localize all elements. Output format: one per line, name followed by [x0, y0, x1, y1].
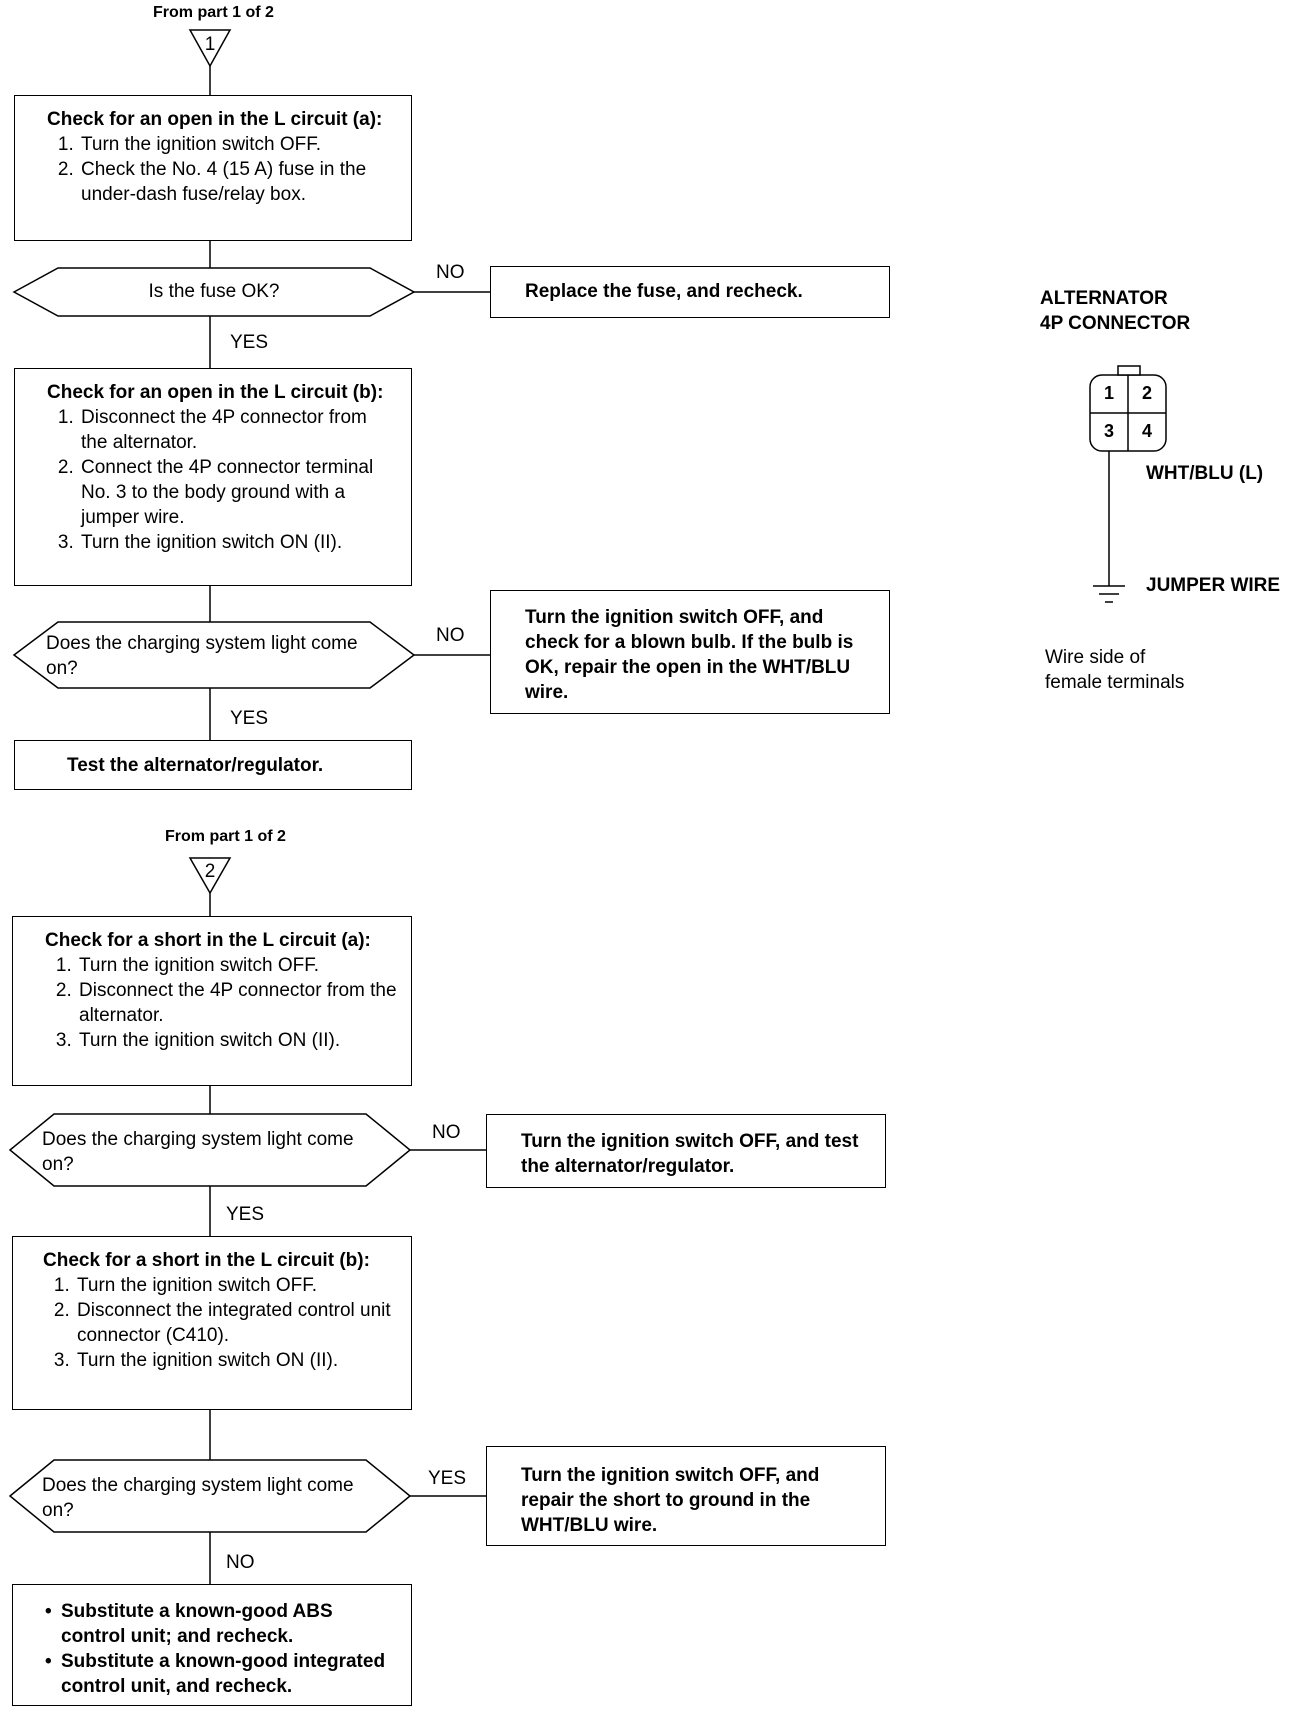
marker-2-label: 2	[204, 861, 216, 882]
p2-step2-list: Turn the ignition switch OFF. Disconnect…	[43, 1273, 397, 1373]
marker-1-triangle	[188, 29, 232, 68]
step1-list: Turn the ignition switch OFF. Check the …	[47, 132, 397, 207]
step1-title: Check for an open in the L circuit (a):	[47, 109, 383, 130]
p2-q2-yes-action-box: Turn the ignition switch OFF, and repair…	[486, 1446, 886, 1546]
q2-yes-label: YES	[230, 708, 269, 729]
alternator-4p-connector	[1089, 365, 1167, 452]
connector-title-line2: 4P CONNECTOR	[1040, 313, 1191, 334]
final-action-item: Substitute a known-good integrated contr…	[45, 1649, 393, 1699]
step2-list: Disconnect the 4P connector from the alt…	[47, 405, 397, 555]
marker-1-label: 1	[204, 34, 216, 55]
step2-item: Turn the ignition switch ON (II).	[79, 530, 397, 555]
p2-step2-title: Check for a short in the L circuit (b):	[43, 1250, 370, 1271]
step2-title: Check for an open in the L circuit (b):	[47, 382, 384, 403]
p2-q2-yes-label: YES	[428, 1468, 467, 1489]
step2-box: Check for an open in the L circuit (b): …	[14, 368, 412, 586]
connector-title: ALTERNATOR 4P CONNECTOR	[1040, 286, 1190, 336]
pin-4: 4	[1141, 421, 1152, 441]
p2-q2-no-label: NO	[226, 1552, 255, 1573]
pin-1: 1	[1103, 383, 1114, 403]
q2-no-action-box: Turn the ignition switch OFF, and check …	[490, 590, 890, 714]
connector-title-line1: ALTERNATOR	[1040, 288, 1168, 309]
q2-text: Does the charging system light come on?	[46, 633, 358, 679]
p2-step1-box: Check for a short in the L circuit (a): …	[12, 916, 412, 1086]
q2-no-label: NO	[436, 625, 465, 646]
p2-step2-box: Check for a short in the L circuit (b): …	[12, 1236, 412, 1410]
ground-symbol	[1093, 578, 1125, 603]
p2-step1-item: Turn the ignition switch OFF.	[77, 953, 397, 978]
p2-step1-item: Disconnect the 4P connector from the alt…	[77, 978, 397, 1028]
jumper-wire-label: JUMPER WIRE	[1146, 575, 1281, 596]
pin-3: 3	[1103, 421, 1114, 441]
from-part-label-1: From part 1 of 2	[153, 4, 274, 21]
p2-q1-no-action-box: Turn the ignition switch OFF, and test t…	[486, 1114, 886, 1188]
from-part-label-2: From part 1 of 2	[165, 828, 286, 845]
pin-2: 2	[1141, 383, 1152, 403]
step2-item: Disconnect the 4P connector from the alt…	[79, 405, 397, 455]
final-action-item: Substitute a known-good ABS control unit…	[45, 1599, 393, 1649]
p2-q1-text: Does the charging system light come on?	[42, 1129, 354, 1175]
q1-text: Is the fuse OK?	[148, 281, 280, 302]
p2-step1-list: Turn the ignition switch OFF. Disconnect…	[45, 953, 397, 1053]
final-action-list: Substitute a known-good ABS control unit…	[45, 1599, 393, 1699]
p2-step2-item: Turn the ignition switch OFF.	[75, 1273, 397, 1298]
q2-yes-action-box: Test the alternator/regulator.	[14, 740, 412, 790]
step1-item: Turn the ignition switch OFF.	[79, 132, 397, 157]
marker-2-triangle	[188, 857, 232, 895]
q1-yes-label: YES	[230, 332, 269, 353]
step1-box: Check for an open in the L circuit (a): …	[14, 95, 412, 241]
p2-step1-item: Turn the ignition switch ON (II).	[77, 1028, 397, 1053]
p2-q1-yes-label: YES	[226, 1204, 265, 1225]
wire-label: WHT/BLU (L)	[1146, 463, 1264, 484]
connector-caption: Wire side of female terminals	[1045, 645, 1184, 695]
p2-q1-no-label: NO	[432, 1122, 461, 1143]
q1-no-action-box: Replace the fuse, and recheck.	[490, 266, 890, 318]
final-action-box: Substitute a known-good ABS control unit…	[12, 1584, 412, 1706]
p2-step2-item: Turn the ignition switch ON (II).	[75, 1348, 397, 1373]
step1-item: Check the No. 4 (15 A) fuse in the under…	[79, 157, 397, 207]
connector-caption-line1: Wire side of	[1045, 647, 1146, 668]
q1-no-label: NO	[436, 262, 465, 283]
p2-step2-item: Disconnect the integrated control unit c…	[75, 1298, 397, 1348]
connector-caption-line2: female terminals	[1045, 672, 1185, 693]
p2-q2-text: Does the charging system light come on?	[42, 1475, 354, 1521]
p2-step1-title: Check for a short in the L circuit (a):	[45, 930, 371, 951]
step2-item: Connect the 4P connector terminal No. 3 …	[79, 455, 397, 530]
